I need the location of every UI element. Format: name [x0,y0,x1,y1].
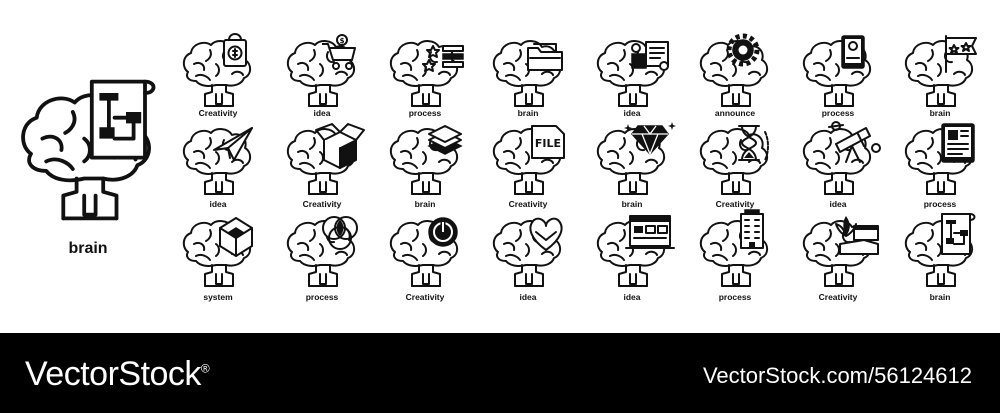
venn-circles-icon [286,216,358,287]
building-icon [699,209,769,287]
brain-icon [802,216,879,287]
brain-icon [492,217,563,287]
icon-label: brain [622,199,643,209]
brain-icon [182,217,253,287]
hourglass-icon [699,125,769,195]
brain-icon [389,125,463,195]
icon-label: brain [518,108,539,118]
brand-text: VectorStock [25,355,201,393]
star-flag-icon [904,35,977,107]
shopping-cart-icon: $ [286,34,356,107]
icon-label: Creativity [199,108,238,118]
brain-icon [699,125,769,195]
cube-icon [182,217,253,287]
icon-label: brain [930,108,951,118]
icon-label: idea [829,199,846,209]
gear-icon [699,33,769,107]
watermark-footer: VectorStock® VectorStock.com/56124612 [0,333,1000,413]
brain-icon [699,209,769,287]
icon-label: Creativity [303,199,342,209]
brain-icon: $ [286,34,356,107]
brain-icon [904,35,977,107]
icon-label: idea [623,108,640,118]
stars-list-icon [389,40,464,107]
icon-label: Creativity [819,292,858,302]
icon-label: brain [930,292,951,302]
money-bag-icon [182,33,252,107]
brain-icon [596,40,669,107]
flowchart-scroll-icon [904,213,976,287]
brain-icon [286,216,358,287]
power-button-icon [389,217,459,287]
icon-label: process [306,292,339,302]
brain-icon [286,123,365,195]
brain-icon [389,40,464,107]
icon-label: system [203,292,233,302]
brain-icon: FILE [492,125,565,195]
brain-icon [596,122,676,195]
finance-documents-icon [596,40,669,107]
icon-label: process [409,108,442,118]
brain-icon [389,217,459,287]
brain-icon [596,215,675,287]
icon-label: idea [209,199,226,209]
folder-icon [492,40,563,107]
icon-label: process [924,199,957,209]
browser-window-icon [596,215,675,287]
profile-tablet-icon [802,35,872,107]
brain-icon [182,127,253,195]
tablet-layout-icon [904,123,975,195]
icon-label: Creativity [406,292,445,302]
icon-label: process [822,108,855,118]
brain-icon [492,40,563,107]
brain-icon [904,123,975,195]
brain-icon [904,213,976,287]
icon-label: announce [715,108,755,118]
icon-sheet-svg: brain Creativity $ idea process brain ide… [21,33,977,302]
icon-sheet: brain Creativity $ idea process brain ide… [21,33,977,302]
icon-label: process [719,292,752,302]
flowchart-scroll-icon [21,79,156,221]
layers-icon [389,125,463,195]
brain-icon [802,35,872,107]
telescope-icon [802,121,881,195]
svg-text:$: $ [340,37,345,45]
brain-icon [699,33,769,107]
icon-label: Creativity [716,199,755,209]
brain-icon [802,121,881,195]
heart-icon [492,217,563,287]
file-icon: FILE [492,125,565,195]
footer-brand: VectorStock® [25,355,210,394]
brain-icon [182,33,252,107]
open-box-icon [286,123,365,195]
paper-plane-icon [182,127,253,195]
icon-label: idea [623,292,640,302]
hero-brain-icon [21,79,156,221]
brand-mark: ® [200,361,210,376]
diamond-icon [596,122,676,195]
plant-book-icon [802,216,879,287]
icon-label: brain [68,240,107,257]
icon-label: Creativity [509,199,548,209]
icon-label: idea [519,292,536,302]
icon-label: idea [313,108,330,118]
stock-id: VectorStock.com/56124612 [702,363,972,388]
icon-label: brain [415,199,436,209]
svg-text:FILE: FILE [535,137,561,150]
